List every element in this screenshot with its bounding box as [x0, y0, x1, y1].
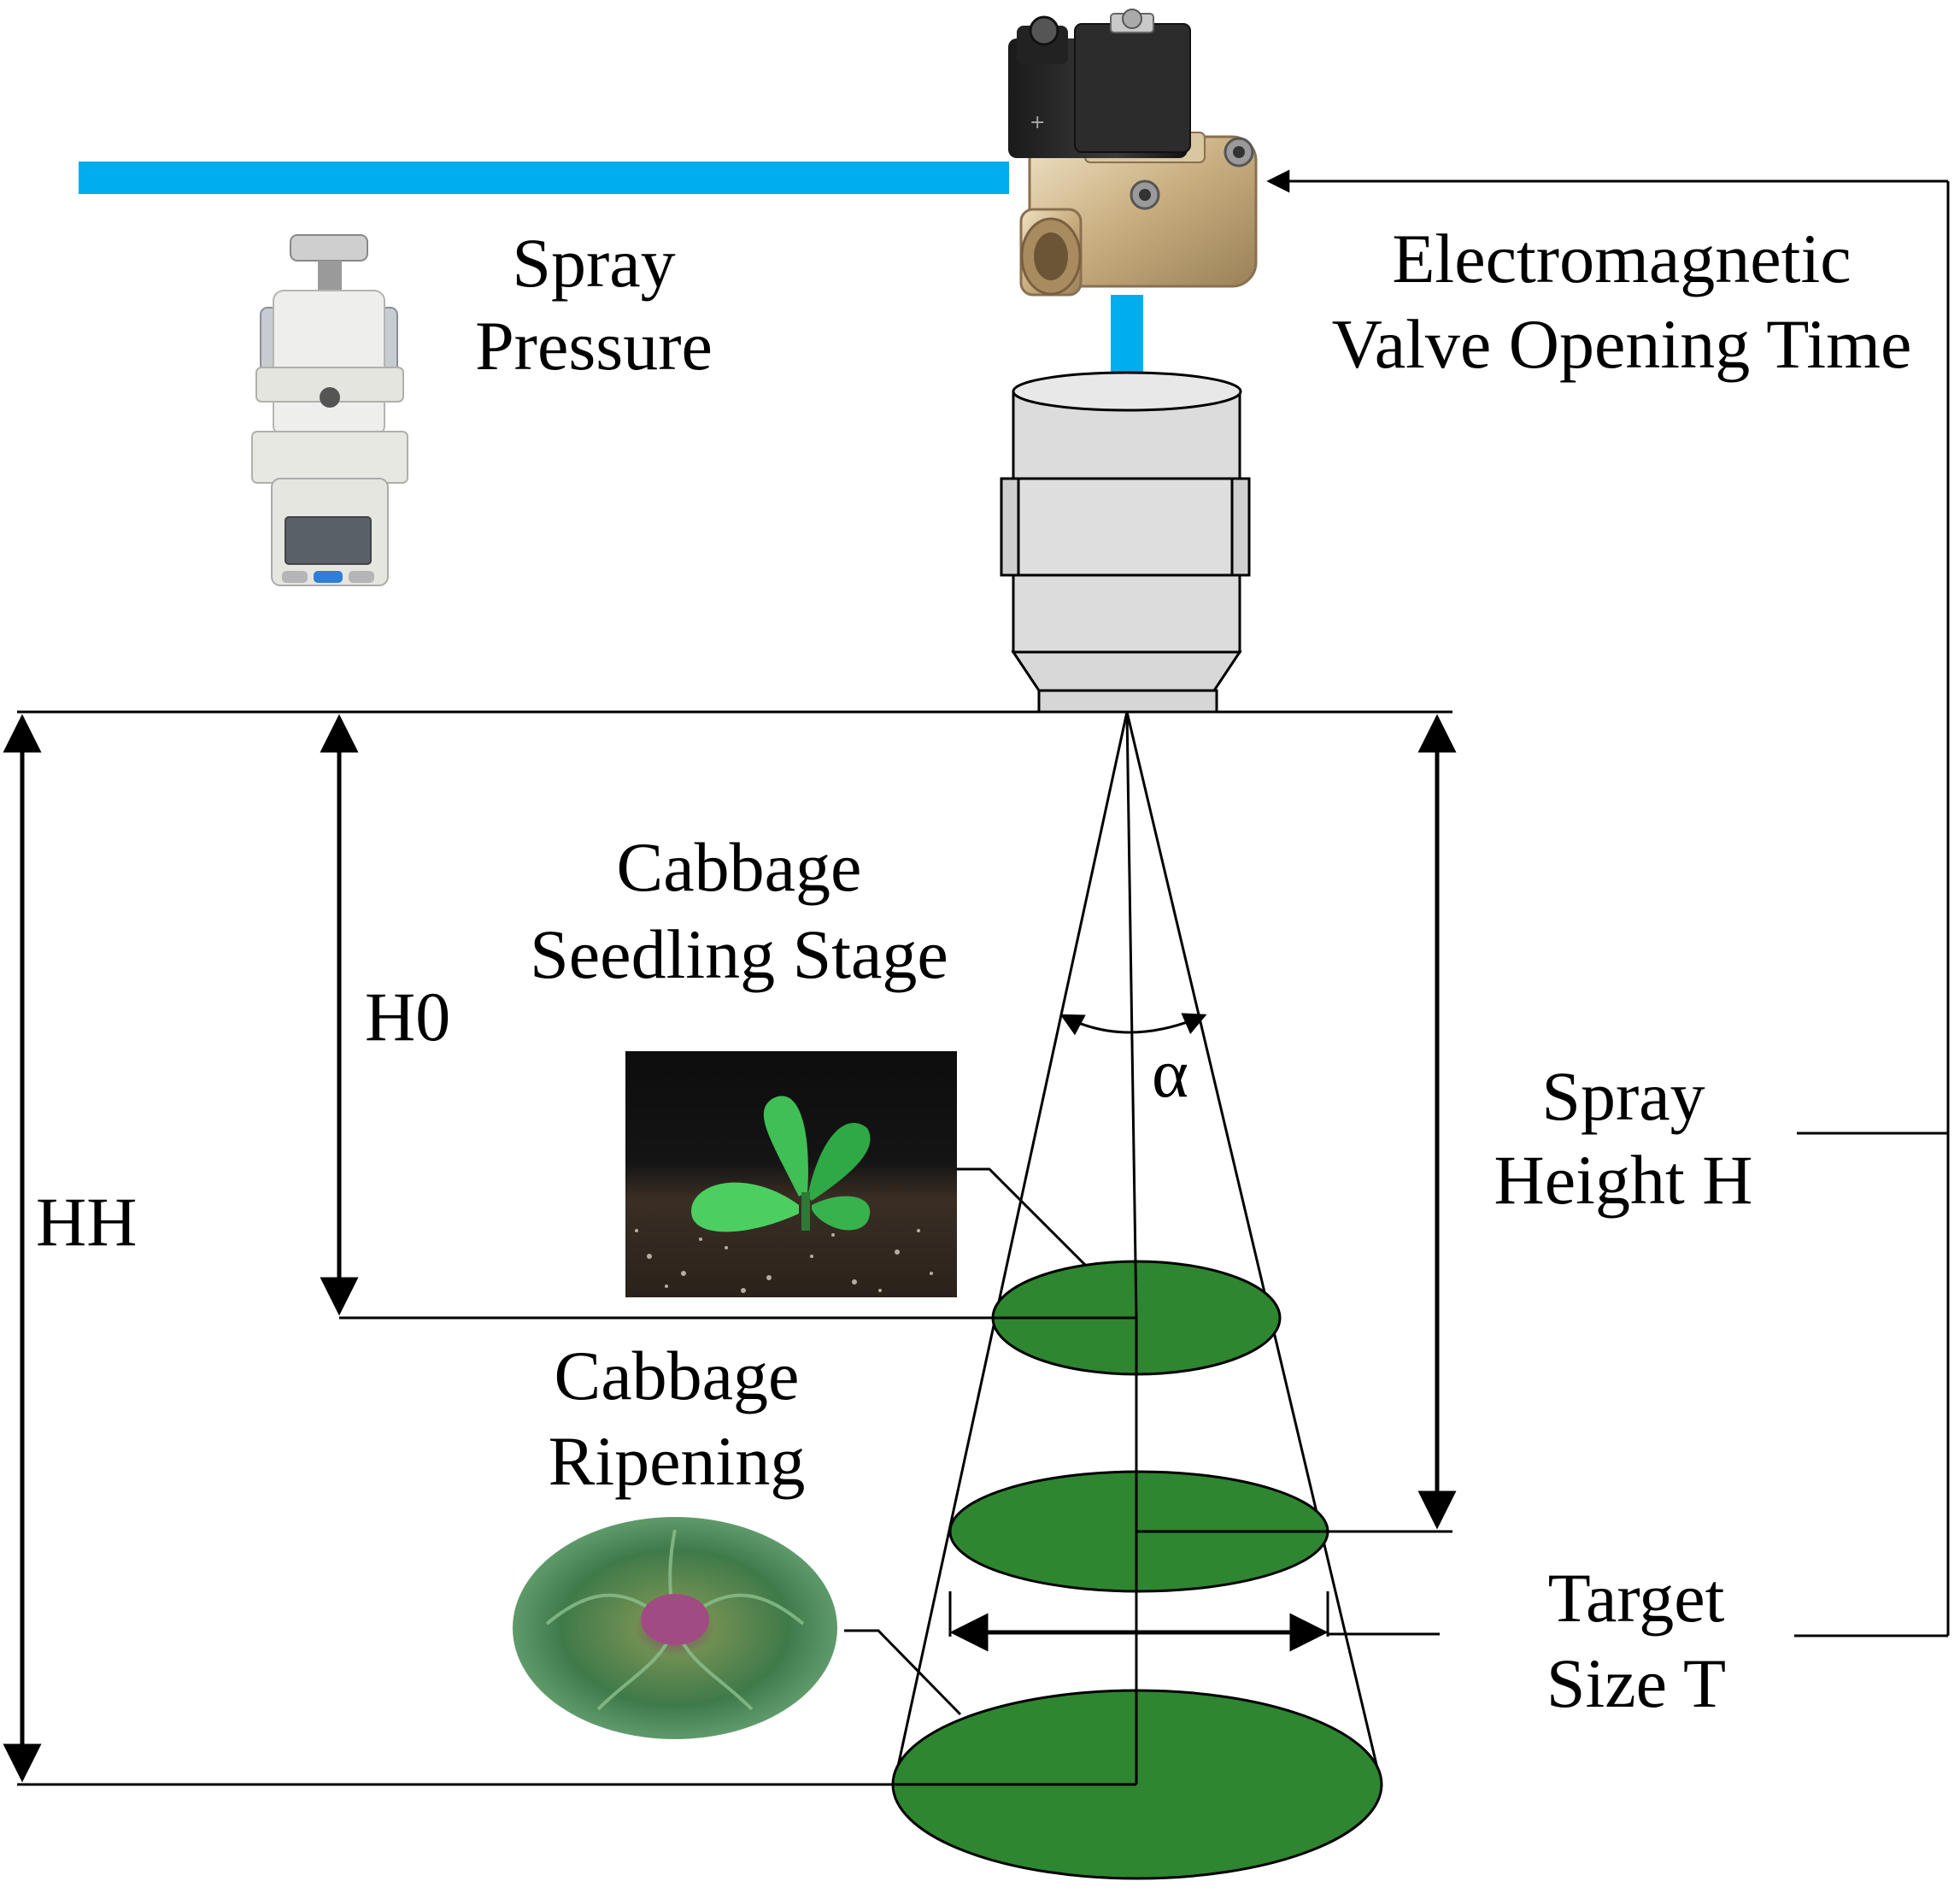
valve-time-label-1: Electromagnetic — [1392, 220, 1851, 297]
spray-nozzle-icon — [1000, 371, 1251, 714]
seedling-label-1: Cabbage — [617, 828, 862, 906]
spray-cone — [892, 711, 1383, 1787]
supply-pipe — [79, 162, 1009, 194]
target-size-label-1: Target — [1548, 1559, 1725, 1637]
ripening-label-1: Cabbage — [555, 1337, 800, 1414]
h0-label: H0 — [365, 978, 450, 1055]
feedback-bracket — [1266, 169, 1950, 1637]
dimension-arrows — [3, 714, 1457, 1783]
ripe-cabbage-photo — [513, 1517, 837, 1739]
pressure-regulator-icon — [251, 234, 408, 586]
spray-pressure-label-2: Pressure — [475, 307, 713, 385]
alpha-arc — [1059, 1013, 1207, 1036]
valve-time-label-2: Valve Opening Time — [1332, 305, 1912, 383]
seedling-label-2: Seedling Stage — [530, 915, 948, 993]
spray-height-label-1: Spray — [1541, 1057, 1705, 1135]
reference-lines — [17, 710, 1452, 1786]
ripening-label-2: Ripening — [549, 1422, 806, 1500]
alpha-label: α — [1152, 1034, 1188, 1112]
cabbage-seedling-photo — [625, 1051, 957, 1297]
solenoid-valve-icon: + — [1008, 9, 1258, 297]
cone-axis — [1125, 711, 1138, 1784]
spray-pressure-label-1: Spray — [512, 224, 675, 302]
target-size-label-2: Size T — [1546, 1644, 1726, 1722]
leader-lines — [844, 1167, 1087, 1716]
svg-text:+: + — [1030, 112, 1045, 133]
spray-height-label-2: Height H — [1494, 1141, 1753, 1219]
hh-label: HH — [36, 1183, 137, 1261]
